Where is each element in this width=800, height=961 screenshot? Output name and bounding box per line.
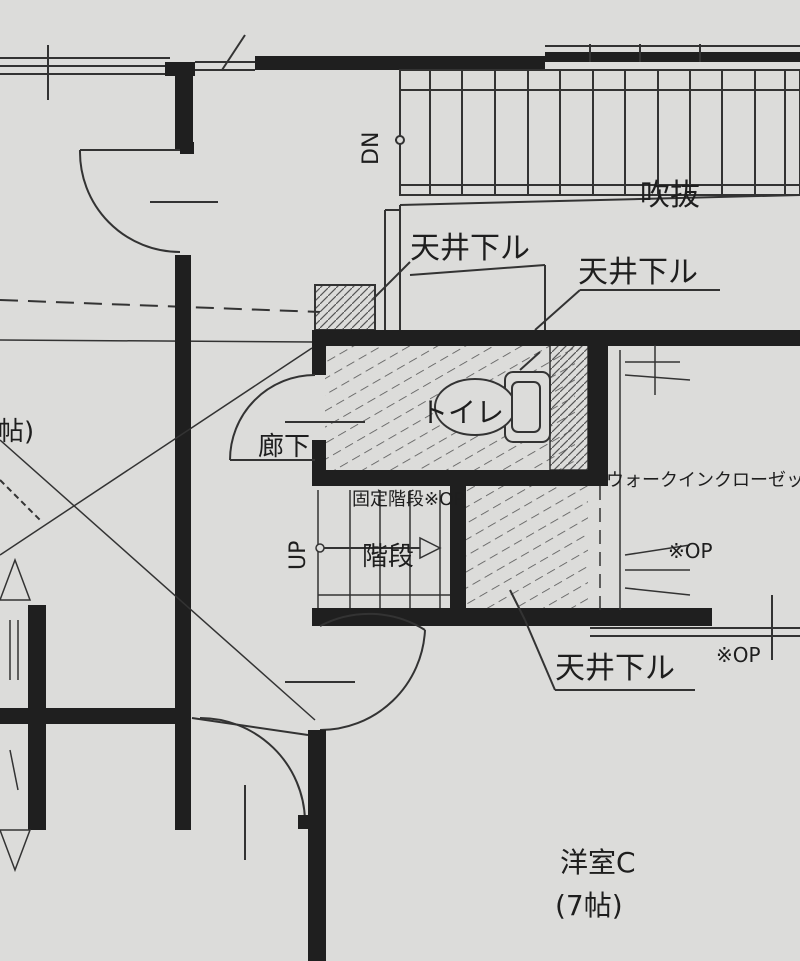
toilet-counter xyxy=(549,344,589,471)
hall-wall-cap xyxy=(298,815,312,829)
void-label: 吹抜 xyxy=(640,178,700,213)
closet-floor-hatch xyxy=(466,486,588,610)
stairs-bottom-wall xyxy=(312,608,712,626)
hall-door xyxy=(191,717,309,860)
dn-label: DN xyxy=(359,132,384,165)
right-window xyxy=(590,595,800,660)
pillar-hatch xyxy=(314,284,376,331)
room-c-door xyxy=(285,612,426,732)
left-room-size-fragment: 帖) xyxy=(0,417,34,447)
toilet-bowl-icon xyxy=(434,371,551,443)
lowered-ceiling-label-lower: 天井下ル xyxy=(555,651,675,686)
corridor-label: 廊下 xyxy=(258,432,310,462)
fixed-stairs-option-label: 固定階段※OP xyxy=(352,489,464,510)
stairs-label: 階段 xyxy=(362,542,414,572)
arrow xyxy=(519,351,541,371)
stair-divider-wall xyxy=(450,486,466,610)
stairs-box xyxy=(315,490,450,610)
toilet-walls xyxy=(312,330,800,486)
left-wall-lower xyxy=(28,605,46,830)
leader-line xyxy=(524,619,556,691)
top-right-window xyxy=(545,44,800,62)
leader-line xyxy=(534,289,581,331)
diagonal-lines xyxy=(0,347,316,721)
lowered-ceiling-label-right: 天井下ル xyxy=(578,255,698,290)
lowered-ceiling-label-upper: 天井下ル xyxy=(410,231,530,266)
up-label: UP xyxy=(286,541,311,570)
dashed-ceiling-line xyxy=(0,299,321,313)
walk-in-closet xyxy=(599,345,691,610)
toilet-label: トイレ xyxy=(420,396,504,429)
exterior-walls xyxy=(165,52,800,150)
left-door xyxy=(78,149,218,253)
hall-wall-left xyxy=(0,708,180,724)
left-partition-wall xyxy=(175,255,191,830)
leader-line xyxy=(371,261,411,301)
option-right-label: ※OP xyxy=(716,643,761,667)
walk-in-closet-label: ウォークインクローゼット xyxy=(606,470,800,491)
leader-line xyxy=(509,589,526,621)
closet-option-label: ※OP xyxy=(668,539,713,563)
room-c-wall xyxy=(308,730,326,961)
left-wall-cap xyxy=(180,142,194,154)
room-c-name: 洋室C xyxy=(560,846,636,879)
room-c-size: (7帖) xyxy=(555,889,623,922)
corridor-door xyxy=(229,374,365,461)
lowered-ceiling-frame xyxy=(384,205,720,330)
left-closet xyxy=(0,557,32,873)
ceiling-line xyxy=(0,339,316,343)
upper-staircase xyxy=(395,69,800,206)
top-window xyxy=(0,34,255,100)
